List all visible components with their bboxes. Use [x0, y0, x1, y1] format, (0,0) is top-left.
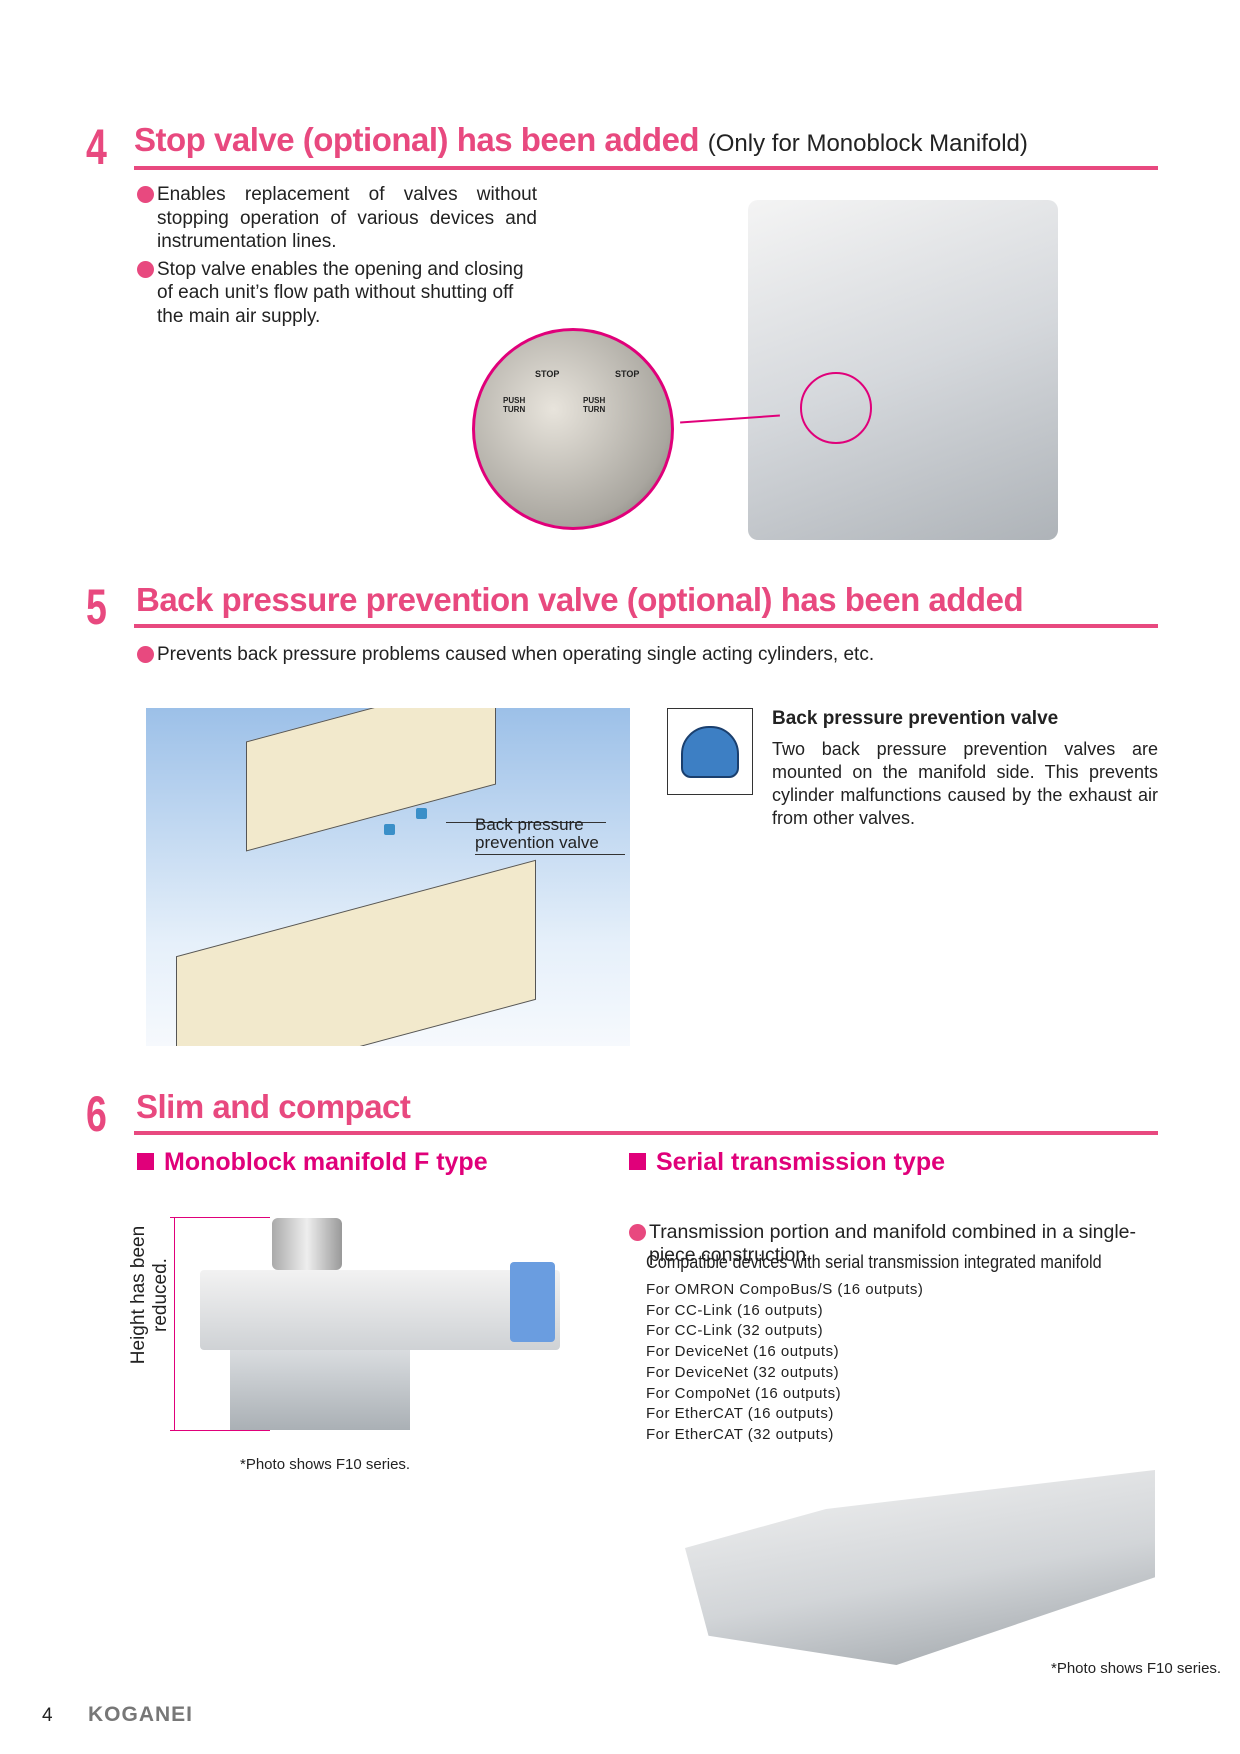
- section-title: Back pressure prevention valve (optional…: [136, 581, 1024, 618]
- divider: [134, 166, 1158, 170]
- bullet: Prevents back pressure problems caused w…: [137, 643, 1240, 667]
- dimension-label: Height has been reduced.: [128, 1225, 171, 1365]
- detail-label: STOP: [535, 369, 560, 379]
- list-item: For CC-Link (16 outputs): [646, 1301, 824, 1319]
- bullet: Transmission portion and manifold combin…: [629, 1221, 1159, 1268]
- bullet: Enables replacement of valves without st…: [137, 183, 537, 254]
- bullet: Stop valve enables the opening and closi…: [137, 258, 537, 329]
- device-list: For OMRON CompoBus/S (16 outputs) For CC…: [646, 1280, 923, 1446]
- photo-caption: *Photo shows F10 series.: [1051, 1660, 1222, 1677]
- dimension-line: [170, 1430, 270, 1431]
- list-item: For DeviceNet (16 outputs): [646, 1343, 840, 1361]
- title-text: Stop valve (optional) has been added: [134, 121, 700, 158]
- manifold-base: [230, 1350, 410, 1430]
- divider: [134, 624, 1158, 628]
- valve-body: [246, 708, 496, 852]
- section-number: 5: [86, 579, 107, 635]
- list-item: For EtherCAT (16 outputs): [646, 1405, 834, 1423]
- callout-line: [446, 822, 606, 823]
- stop-valve-detail: STOP STOP PUSH TURN PUSH TURN: [472, 328, 674, 530]
- callout-circle: [800, 372, 872, 444]
- list-item: For CC-Link (32 outputs): [646, 1322, 824, 1340]
- dimension-line: [170, 1217, 270, 1218]
- list-item: For CompoNet (16 outputs): [646, 1384, 842, 1402]
- detail-label: PUSH TURN: [583, 396, 606, 414]
- info-text: Two back pressure prevention valves are …: [772, 739, 1158, 828]
- list-item: For OMRON CompoBus/S (16 outputs): [646, 1281, 924, 1298]
- list-item: For DeviceNet (32 outputs): [646, 1363, 840, 1381]
- list-title: Compatible devices with serial transmiss…: [646, 1252, 1102, 1272]
- valve-icon-box: [667, 708, 753, 795]
- list-item: For EtherCAT (32 outputs): [646, 1425, 834, 1443]
- info-title: Back pressure prevention valve: [772, 708, 1059, 729]
- dimension-line: [174, 1218, 175, 1430]
- subheading-serial: Serial transmission type: [629, 1148, 945, 1177]
- back-pressure-valve-icon: [681, 725, 739, 778]
- detail-label: PUSH TURN: [503, 396, 526, 414]
- divider: [134, 1131, 1158, 1135]
- manifold-photo: [748, 200, 1058, 540]
- monoblock-valve-photo: [200, 1270, 560, 1350]
- detail-label: STOP: [615, 369, 640, 379]
- subheading-monoblock: Monoblock manifold F type: [137, 1148, 488, 1177]
- photo-caption: *Photo shows F10 series.: [240, 1456, 411, 1473]
- section-title: Stop valve (optional) has been added (On…: [134, 121, 1028, 159]
- page-number: 4: [42, 1705, 53, 1726]
- valve-part: [384, 824, 395, 835]
- manifold-body: [176, 859, 536, 1046]
- serial-manifold-photo: [685, 1470, 1155, 1665]
- section-number: 4: [86, 119, 107, 175]
- brand-logo: KOGANEI: [88, 1703, 194, 1726]
- connector: [510, 1262, 555, 1342]
- fittings: [272, 1218, 342, 1270]
- title-note: (Only for Monoblock Manifold): [707, 130, 1028, 157]
- valve-part: [416, 808, 427, 819]
- back-pressure-illustration: Back pressure prevention valve: [146, 708, 630, 1046]
- section-number: 6: [86, 1086, 107, 1142]
- callout-label: Back pressure prevention valve: [475, 816, 625, 855]
- section-title: Slim and compact: [136, 1088, 411, 1125]
